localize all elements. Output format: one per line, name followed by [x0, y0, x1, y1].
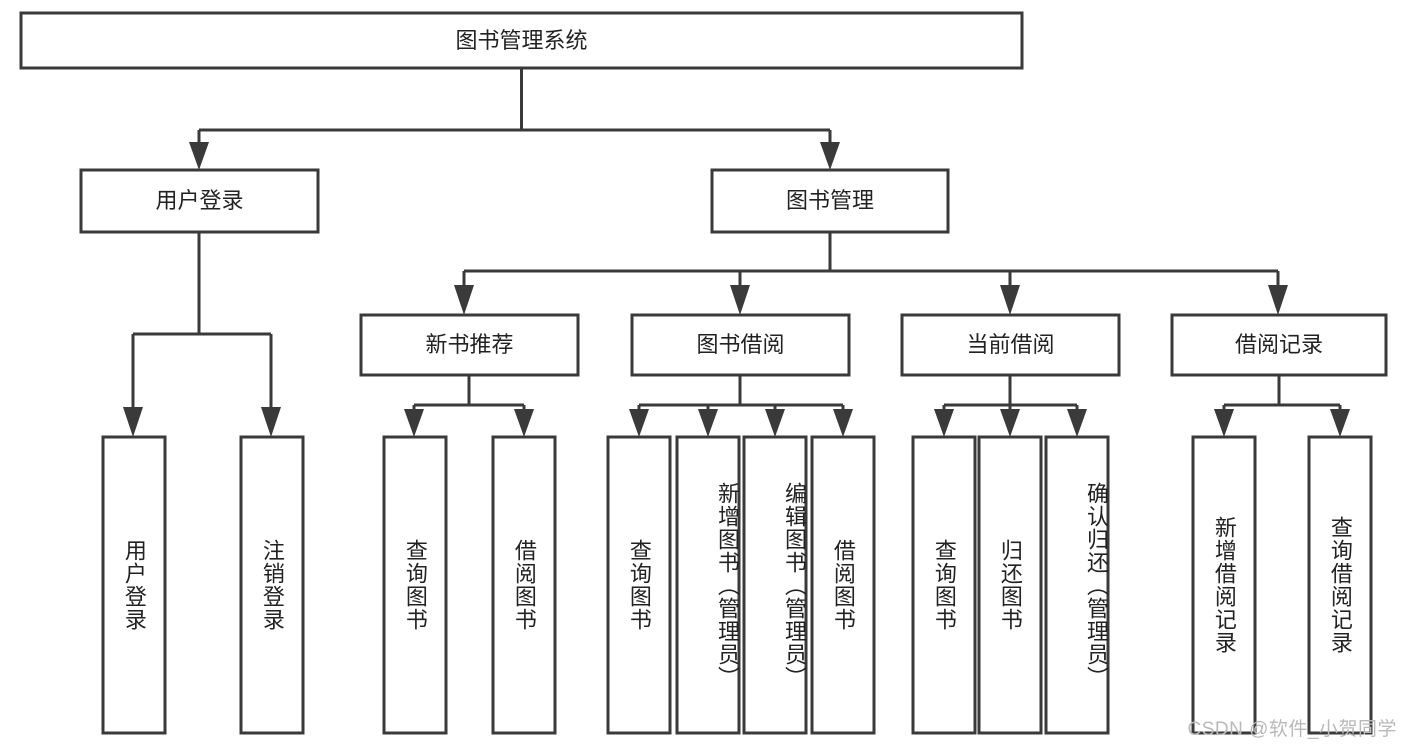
- connector-group-borrow-record: [1214, 375, 1350, 437]
- arrow-head-leaf-borrow-book-1: [514, 409, 534, 437]
- arrow-head-leaf-user-login: [123, 407, 143, 437]
- node-label-borrow-record: 借阅记录: [1235, 332, 1323, 357]
- arrow-head-leaf-query-book-2: [629, 409, 649, 437]
- node-box-leaf-query-book-3[interactable]: [911, 435, 977, 735]
- arrow-head-book-management: [820, 142, 840, 170]
- node-box-leaf-query-book-1[interactable]: [382, 435, 448, 735]
- node-label-current-borrow: 当前借阅: [966, 332, 1054, 357]
- csdn-watermark: CSDN @软件_小贺同学: [1187, 719, 1397, 740]
- node-box-leaf-query-book-2[interactable]: [606, 435, 672, 735]
- arrow-head-book-borrow: [730, 285, 750, 315]
- node-box-leaf-return-book[interactable]: [977, 435, 1043, 735]
- arrow-head-leaf-return-book: [1000, 409, 1020, 437]
- node-label-book-management: 图书管理: [786, 188, 874, 213]
- arrow-head-user-login: [189, 142, 209, 170]
- arrow-head-borrow-record: [1268, 285, 1288, 315]
- connector-group-root: [189, 68, 840, 170]
- node-box-leaf-add-book[interactable]: [675, 435, 741, 735]
- arrow-head-leaf-query-book-1: [404, 409, 424, 437]
- connector-group-book-management: [454, 232, 1288, 315]
- node-box-leaf-borrow-book-1[interactable]: [491, 435, 557, 735]
- node-box-book-borrow[interactable]: [630, 313, 851, 377]
- node-box-leaf-user-logout[interactable]: [239, 435, 305, 735]
- node-box-leaf-edit-book[interactable]: [742, 435, 808, 735]
- node-label-book-borrow: 图书借阅: [696, 332, 784, 357]
- arrow-head-leaf-query-book-3: [934, 409, 954, 437]
- node-box-leaf-confirm-return[interactable]: [1044, 435, 1110, 735]
- connector-group-user-login: [123, 232, 281, 437]
- node-box-current-borrow[interactable]: [900, 313, 1121, 377]
- arrow-head-current-borrow: [1000, 285, 1020, 315]
- arrow-head-leaf-add-record: [1214, 409, 1234, 437]
- arrow-head-leaf-confirm-return: [1067, 409, 1087, 437]
- node-box-borrow-record[interactable]: [1170, 313, 1388, 377]
- connector-group-current-borrow: [934, 375, 1087, 437]
- arrow-head-new-book-recommend: [454, 285, 474, 315]
- connector-group-new-book-recommend: [404, 375, 534, 437]
- node-box-leaf-query-record[interactable]: [1307, 435, 1373, 735]
- node-label-new-book-recommend: 新书推荐: [425, 332, 513, 357]
- node-box-root[interactable]: [19, 11, 1024, 70]
- node-box-leaf-borrow-book-2[interactable]: [810, 435, 876, 735]
- node-box-leaf-user-login[interactable]: [101, 435, 167, 735]
- node-box-new-book-recommend[interactable]: [359, 313, 580, 377]
- node-label-user-login: 用户登录: [155, 188, 243, 213]
- node-label-root: 图书管理系统: [455, 28, 587, 53]
- arrow-head-leaf-user-logout: [261, 407, 281, 437]
- node-box-leaf-add-record[interactable]: [1191, 435, 1257, 735]
- arrow-head-leaf-query-record: [1330, 409, 1350, 437]
- arrow-head-leaf-add-book: [698, 409, 718, 437]
- node-box-book-management[interactable]: [710, 168, 950, 234]
- node-box-user-login[interactable]: [79, 168, 320, 234]
- arrow-head-leaf-borrow-book-2: [833, 409, 853, 437]
- connector-group-book-borrow: [629, 375, 853, 437]
- arrow-head-leaf-edit-book: [765, 409, 785, 437]
